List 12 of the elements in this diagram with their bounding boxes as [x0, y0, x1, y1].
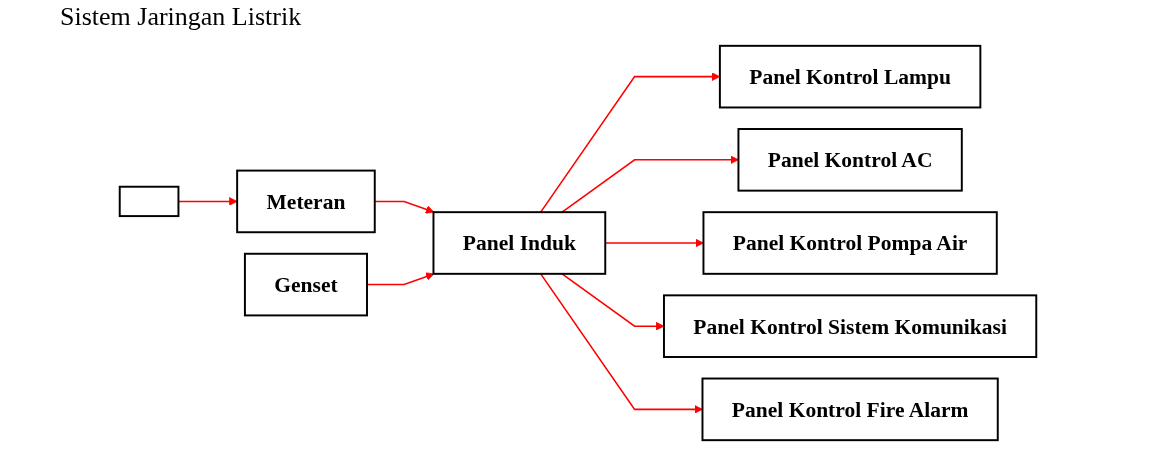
- node-box: Panel Induk: [432, 211, 607, 275]
- node-box: Panel Kontrol AC: [737, 128, 963, 192]
- node-box: Genset: [243, 252, 368, 317]
- node-box: Panel Kontrol Fire Alarm: [701, 377, 999, 442]
- arrow: [561, 155, 739, 213]
- diagram-title: Sistem Jaringan Listrik: [60, 2, 302, 32]
- node-box: [118, 185, 180, 218]
- node-box: Panel Kontrol Pompa Air: [702, 211, 998, 275]
- node-box: Panel Kontrol Sistem Komunikasi: [663, 294, 1038, 358]
- node-box: Panel Kontrol Lampu: [718, 44, 982, 109]
- arrow: [539, 273, 703, 414]
- node-box: Meteran: [236, 169, 376, 234]
